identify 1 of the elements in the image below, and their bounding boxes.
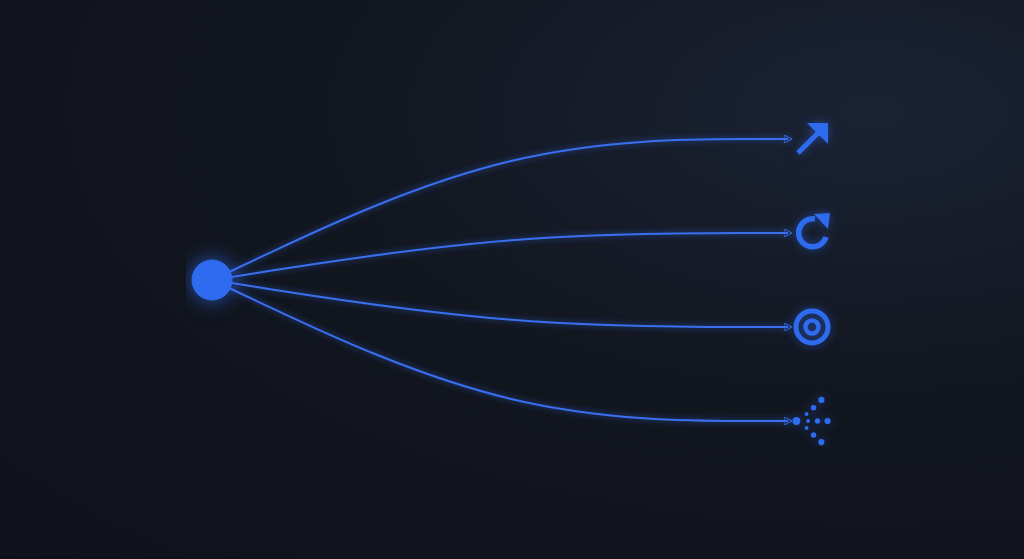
node-circle — [191, 259, 233, 300]
